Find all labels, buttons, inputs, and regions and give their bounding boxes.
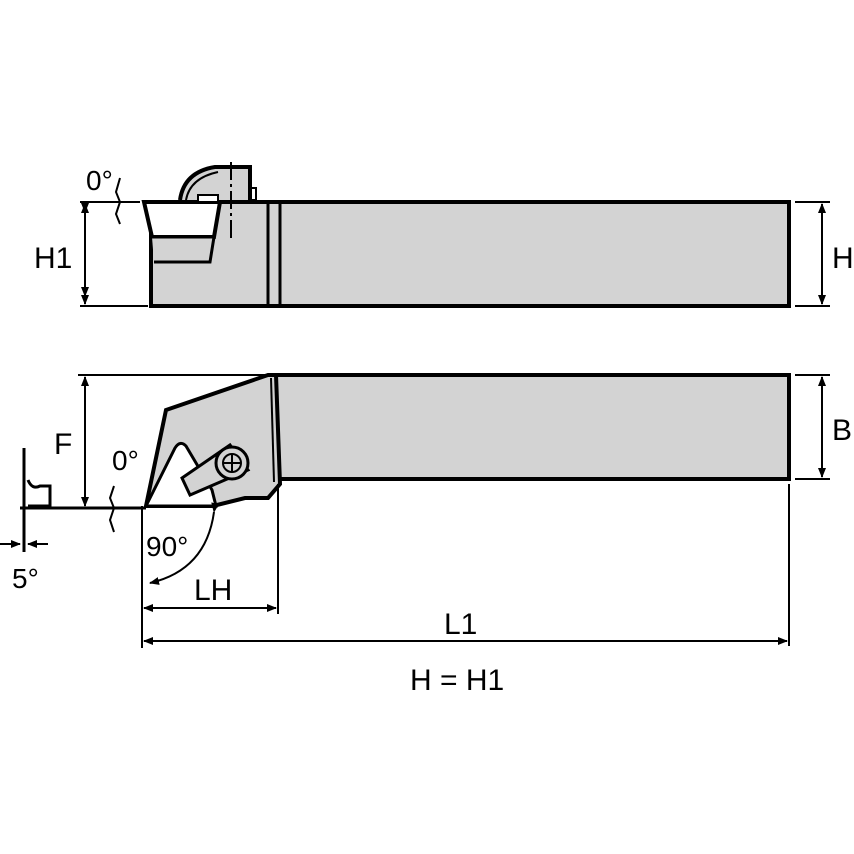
label-top-angle: 0° [112,445,139,476]
side-view: H1 0° H [34,162,854,308]
label-90deg: 90° [146,531,188,562]
label-l1: L1 [444,608,477,641]
angle-mark-top [108,485,116,533]
label-5deg: 5° [12,563,39,594]
lead-angle-arc [149,502,220,585]
label-side-angle: 0° [86,165,113,196]
top-view: F 0° 5° 90° LH B L1 [0,373,852,648]
label-f: F [54,428,72,461]
label-lh: LH [194,574,232,607]
side-shank [149,200,791,308]
label-b: B [832,414,852,447]
label-h1: H1 [34,242,72,275]
side-clamp [178,165,252,201]
label-h: H [832,242,854,275]
top-shank [274,373,791,481]
angle-mark-side [114,177,122,225]
note-h-equals-h1: H = H1 [410,664,504,697]
side-insert [141,200,223,239]
side-insert-seat [152,235,216,264]
clamp-screw-icon [214,445,250,481]
